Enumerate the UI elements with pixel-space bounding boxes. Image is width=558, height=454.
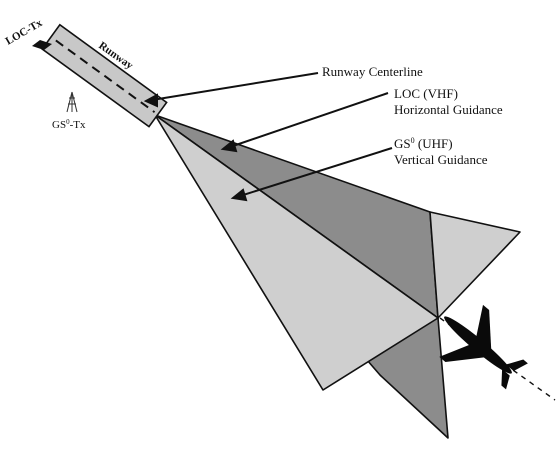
loc-arrow — [229, 92, 389, 148]
gs-beam — [154, 114, 439, 391]
runway-centerline-dashes — [55, 39, 156, 113]
runway — [41, 23, 168, 128]
loc-desc-label: Horizontal Guidance — [394, 102, 503, 117]
runway-centerline-label: Runway Centerline — [322, 64, 423, 79]
pointer-arrows — [143, 72, 393, 202]
gs-arrow — [239, 147, 393, 197]
gs-transmitter-icon — [66, 91, 78, 113]
loc-transmitter-icon — [32, 40, 52, 50]
loc-title-label: LOC (VHF) — [394, 86, 458, 101]
gs-desc-label: Vertical Guidance — [394, 152, 488, 167]
gs-title-label: GS0 (UHF) — [394, 136, 453, 151]
airplane-icon — [439, 304, 528, 390]
gs-beam-right — [429, 211, 521, 319]
gs-tx-label: GS0-Tx — [52, 118, 86, 131]
centerline-arrow — [151, 72, 319, 101]
